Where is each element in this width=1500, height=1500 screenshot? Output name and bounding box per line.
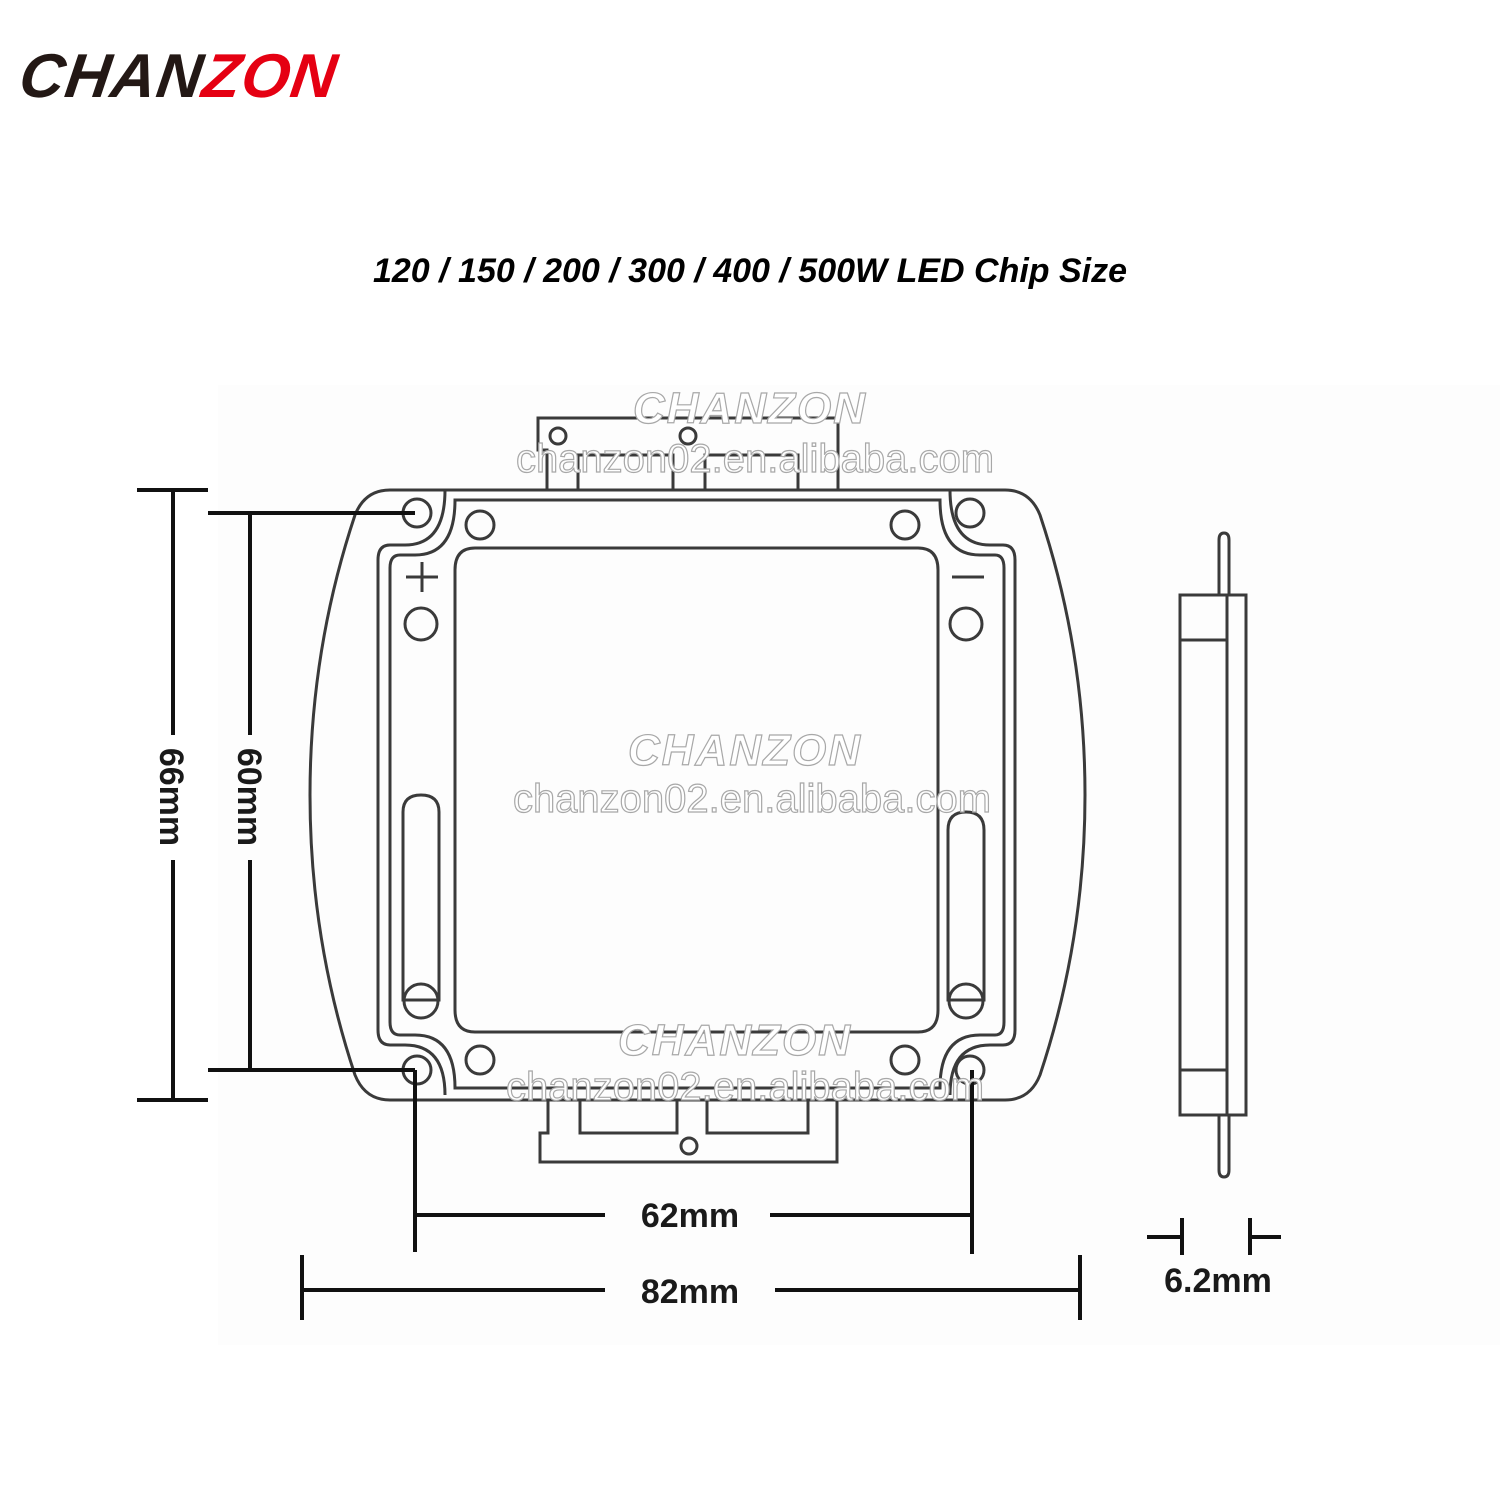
- side-view: [1178, 531, 1248, 1179]
- pad-hole-plus: [403, 606, 439, 642]
- watermark-brand-middle: CHANZON: [628, 726, 862, 775]
- dim-6-2mm-label: 6.2mm: [1164, 1262, 1272, 1300]
- dimension-lines: [137, 488, 1281, 1320]
- dim-60mm-label: 60mm: [230, 748, 268, 846]
- watermark-brand-bottom: CHANZON: [618, 1016, 852, 1065]
- slot-left-hole: [402, 982, 440, 1020]
- side-pin-top: [1217, 531, 1231, 595]
- page-title: 120 / 150 / 200 / 300 / 400 / 500W LED C…: [372, 252, 1128, 290]
- slot-right: [946, 810, 986, 1002]
- side-inner-line: [1180, 595, 1229, 1115]
- dim-6-2mm-line: [1147, 1218, 1281, 1255]
- watermarks: CHANZON chanzon02.en.alibaba.com CHANZON…: [505, 383, 994, 1109]
- mount-hole-top-right: [954, 497, 986, 529]
- inner-rim-outer: [376, 489, 1017, 1096]
- top-connector-hole-left: [548, 426, 568, 446]
- watermark-url-top: chanzon02.en.alibaba.com: [516, 437, 994, 481]
- dim-82mm-line: [300, 1255, 1082, 1320]
- top-connector-hole-center: [678, 426, 698, 446]
- dim-66mm-label: 66mm: [152, 748, 190, 846]
- watermark-url-bottom: chanzon02.en.alibaba.com: [506, 1065, 984, 1109]
- dim-60mm-line: [208, 511, 415, 1072]
- bottom-connector-hole: [679, 1136, 699, 1156]
- slot-left: [401, 793, 441, 1002]
- hole-inner-bottom-right: [889, 1044, 921, 1076]
- watermark-brand-top: CHANZON: [633, 384, 867, 433]
- emitting-area: [453, 546, 940, 1034]
- dim-66mm-line: [137, 488, 208, 1102]
- side-pin-bottom: [1217, 1115, 1231, 1179]
- hole-inner-top-left: [464, 509, 496, 541]
- dim-62mm-line: [413, 1070, 974, 1254]
- watermark-url-middle: chanzon02.en.alibaba.com: [513, 777, 991, 821]
- dim-62mm-label: 62mm: [641, 1197, 739, 1235]
- hole-inner-top-right: [889, 509, 921, 541]
- slot-right-hole: [947, 982, 985, 1020]
- drawing-background: [218, 385, 1500, 1345]
- bottom-connector: [538, 1100, 839, 1164]
- inner-rim-inner: [388, 498, 1006, 1090]
- top-connector: [536, 416, 840, 490]
- plus-icon: [406, 562, 438, 592]
- pad-hole-minus: [948, 606, 984, 642]
- hole-inner-bottom-left: [464, 1044, 496, 1076]
- dim-82mm-label: 82mm: [641, 1273, 739, 1311]
- side-body: [1178, 593, 1248, 1117]
- substrate-outline: [308, 488, 1087, 1102]
